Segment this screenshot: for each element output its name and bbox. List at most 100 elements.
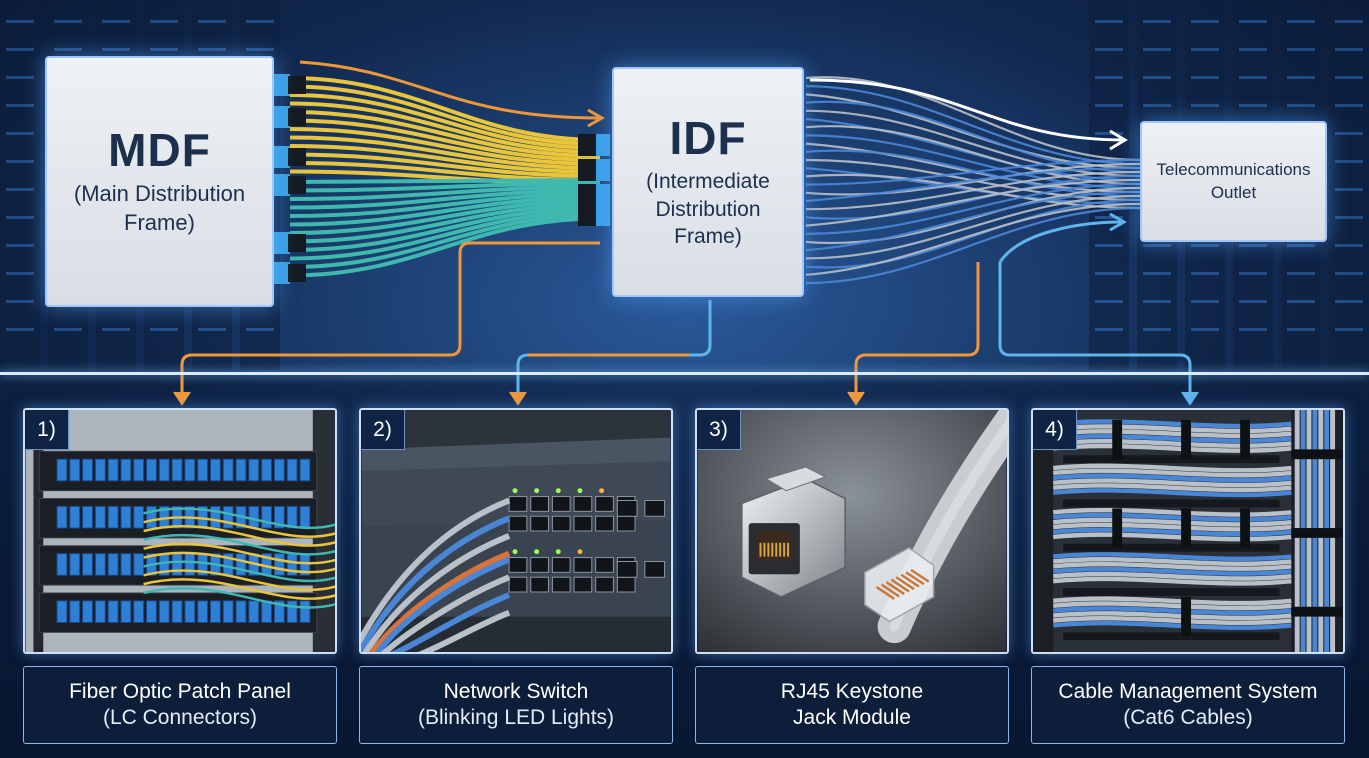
managed-cable [1053,468,1292,478]
rack-light [1287,76,1315,79]
lc-port [120,458,132,482]
copper-cable [805,202,1141,276]
aqua-fiber [289,195,601,227]
caption-cable-management: Cable Management System (Cat6 Cables) [1031,666,1345,744]
lc-port [235,458,247,482]
gold-pin [783,542,786,557]
rack-light [1191,20,1219,23]
yellow-fiber [289,144,601,174]
led-amber [577,549,583,555]
mdf-subtitle-line1: (Main Distribution [73,181,246,207]
lc-port [107,505,119,529]
lc-port [120,600,132,623]
aqua-fiber [289,188,601,210]
rj45-plug [864,546,935,623]
lc-port [299,600,311,623]
lc-connector-blue [274,174,290,196]
switch-rj45-ports [508,496,666,593]
lc-port [69,553,81,576]
card-rj45-keystone: 3) [695,408,1009,654]
rack-light [1335,132,1363,135]
mdf-subtitle: (Main Distribution Frame) [66,180,253,237]
copper-cable [805,182,1141,235]
aqua-fiber [289,216,601,278]
managed-cable [1053,512,1292,522]
port-strip [1063,588,1280,596]
patch-fiber-cords [143,507,335,609]
copper-cable [805,190,1141,252]
managed-cable [1053,532,1292,542]
managed-cable [1053,429,1292,439]
rack-light [1095,300,1123,303]
rack-light [6,300,34,303]
managed-cable-rows [1053,419,1292,641]
rack-light [1191,104,1219,107]
copper-contact [880,583,900,598]
lc-port [273,553,285,576]
arrow-outlet-return-head [1109,212,1128,232]
rack-light [1143,76,1171,79]
rack-light [1287,300,1315,303]
rack-light [246,328,274,331]
lc-port [235,553,247,576]
lc-port [210,600,221,623]
idf-title: IDF [669,111,747,164]
rack-light [1335,104,1363,107]
rack-light [6,20,34,23]
lc-port [222,600,234,623]
caption-1-line2: (LC Connectors) [102,706,258,729]
rack-light [1095,20,1123,23]
lc-port [107,458,119,482]
lc-connector-blue [274,74,290,96]
rack-light [150,328,178,331]
aqua-fiber [289,178,601,184]
lc-connector-boot [578,184,596,206]
caption-2-line1: Network Switch [443,679,589,703]
lc-port [94,505,106,529]
managed-cable [1053,571,1292,581]
mdf-subtitle-line2: Frame) [124,209,195,235]
lc-port [299,505,311,529]
lc-port [273,600,285,623]
arrow-to-card-4 [998,262,1192,393]
rack-light [1143,104,1171,107]
rj45-keystone-image [697,410,1007,652]
rack-light [1239,20,1267,23]
rj45-port [573,515,593,532]
card-1-number: 1) [25,410,69,450]
lc-connector-boot [288,148,306,166]
lc-connector-boot [578,204,596,226]
yellow-fiber-bundle [289,76,601,186]
rack-light [1335,188,1363,191]
card-cable-management: 4) [1031,408,1345,654]
managed-cable [1053,566,1292,576]
patch-fiber [143,533,335,556]
idf-subtitle-line3: Frame) [674,224,742,248]
managed-cable [1053,596,1292,606]
sfp-port [644,500,666,517]
lc-port [248,600,260,623]
gold-pin [775,542,778,557]
port-strip [1063,499,1280,508]
arrow-to-card-1 [180,241,600,393]
patch-fiber [143,525,335,547]
managed-cable [1053,438,1292,448]
patch-fiber [143,560,335,583]
lc-port [222,458,234,482]
rack-light [1143,20,1171,23]
card-network-switch: 2) [359,408,673,654]
rack-light [6,244,34,247]
lc-port [69,505,81,529]
rack-light [1143,328,1171,331]
velcro-strap [1240,419,1250,460]
arrow-to-card-3-head [847,391,865,406]
rack-light [1287,104,1315,107]
rack-light [1335,244,1363,247]
managed-cable [1053,434,1292,443]
fiber-patch-panel-image [25,410,335,652]
arrow-to-card-4-head [1181,391,1199,406]
arrow-mdf-to-idf-head [587,108,606,128]
sfp-port [616,561,638,578]
managed-cable [1053,616,1292,625]
rack-light [54,20,82,23]
